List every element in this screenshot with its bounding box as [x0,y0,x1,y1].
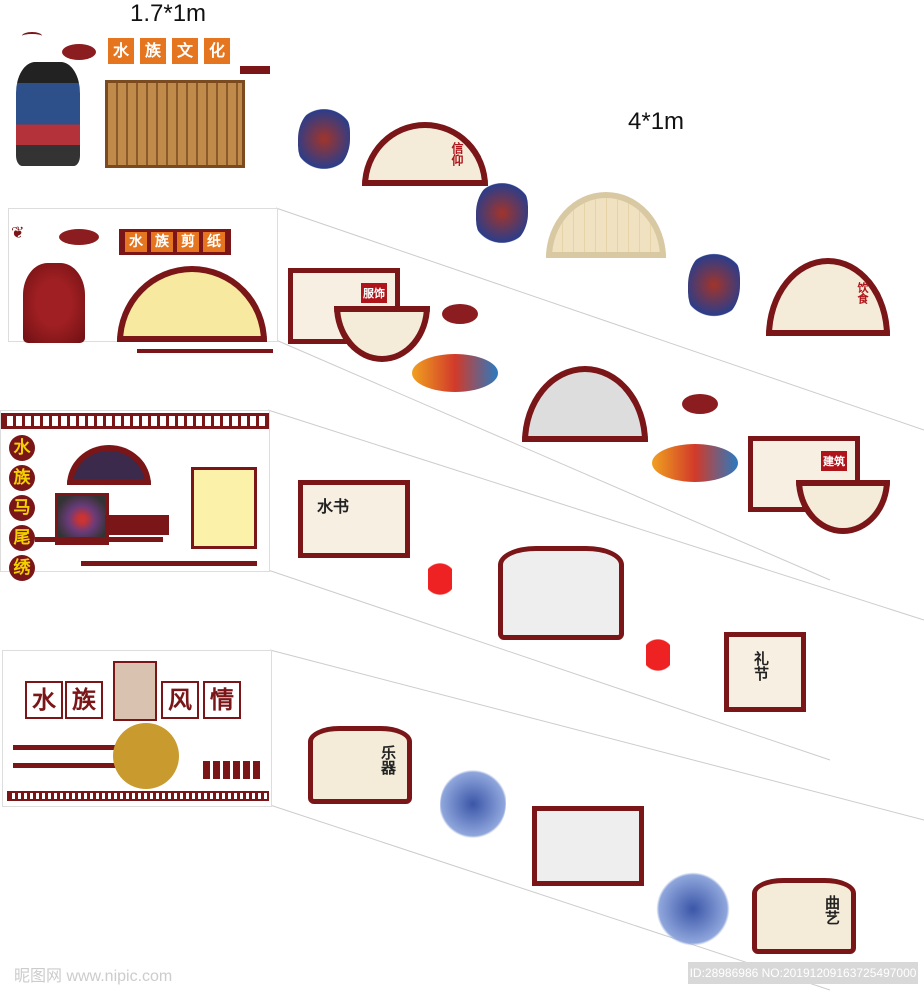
koi-fish-icon [298,106,350,172]
title-char: 剪 [177,232,199,252]
decor-bar [81,561,257,566]
lantern-icon [428,530,452,600]
fret-panel [105,515,169,535]
title-char: 尾 [9,525,35,551]
decor-bar [137,349,273,353]
embroidery-panel: 水 族 马 尾 绣 [0,410,270,581]
title-char: 族 [65,681,103,719]
culture-title: 水 族 文 化 [108,38,230,64]
title-char: 水 [125,232,147,252]
decor-bar [13,745,133,750]
papercut-figure [23,263,85,343]
script-board: 水书 [298,480,410,558]
decor-bar [35,537,163,542]
cloud-icon [682,394,718,414]
calligraphy-book-board [498,546,624,640]
wooden-board [105,80,245,168]
embroidery-text-board [191,467,257,549]
seal-calligraphy-board [532,806,644,886]
embroidery-fan [67,445,151,485]
koi-fish-icon [688,250,740,320]
dimension-label-large: 4*1m [628,108,685,135]
watermark-site: 昵图网 www.nipic.com [14,968,173,985]
board-label: 礼节 [752,651,770,681]
title-char: 水 [25,681,63,719]
board-label: 水书 [317,497,350,516]
etiquette-board: 礼节 [724,632,806,712]
title-char: 水 [9,435,35,461]
cloud-icon [62,44,96,60]
title-char: 族 [9,465,35,491]
title-char: 绣 [9,555,35,581]
dimension-label-small: 1.7*1m [130,0,207,27]
title-char: 风 [161,681,199,719]
bird-icon: ❦ [11,223,25,242]
cloud-icon [59,229,99,245]
title-char: 化 [204,38,230,64]
papercut-panel: ❦ 水 族 剪 纸 [8,208,278,353]
watermark-id: ID:28986986 NO:20191209163725497000 [688,962,918,984]
opera-book-board: 曲艺 [752,878,856,954]
instrument-book-board: 乐器 [308,726,412,804]
gold-horse-medallion [113,723,179,789]
koi-fish-icon [476,180,528,246]
decor-bar [13,763,133,768]
board-label: 建筑 [821,451,847,471]
title-char: 纸 [203,232,225,252]
koi-fish-icon [656,872,730,946]
fret-border [1,413,269,429]
decor-bar [240,66,270,74]
cloud-icon [442,304,478,324]
koi-fish-icon [440,768,506,840]
title-char: 族 [151,232,173,252]
papercut-fan-board [117,266,267,342]
customs-panel: 水 族 风 情 [2,650,272,807]
phoenix-icon [412,354,498,392]
decor-stripes [203,761,263,779]
lantern-icon [646,606,670,676]
title-char: 族 [140,38,166,64]
board-label: 信仰 [450,142,464,166]
title-char: 马 [9,495,35,521]
embroidery-title: 水 族 马 尾 绣 [9,435,35,581]
title-char: 情 [203,681,241,719]
fret-border [7,791,269,801]
board-label: 饮食 [856,282,869,304]
phoenix-icon [652,444,738,482]
board-label: 乐器 [379,745,397,775]
title-char: 水 [108,38,134,64]
title-char: 文 [172,38,198,64]
board-label: 服饰 [361,283,387,303]
bird-icon [22,32,42,40]
shui-people-illustration [16,62,80,166]
papercut-title: 水 族 剪 纸 [119,229,231,255]
guardian-figure [113,661,157,721]
board-label: 曲艺 [823,895,841,925]
